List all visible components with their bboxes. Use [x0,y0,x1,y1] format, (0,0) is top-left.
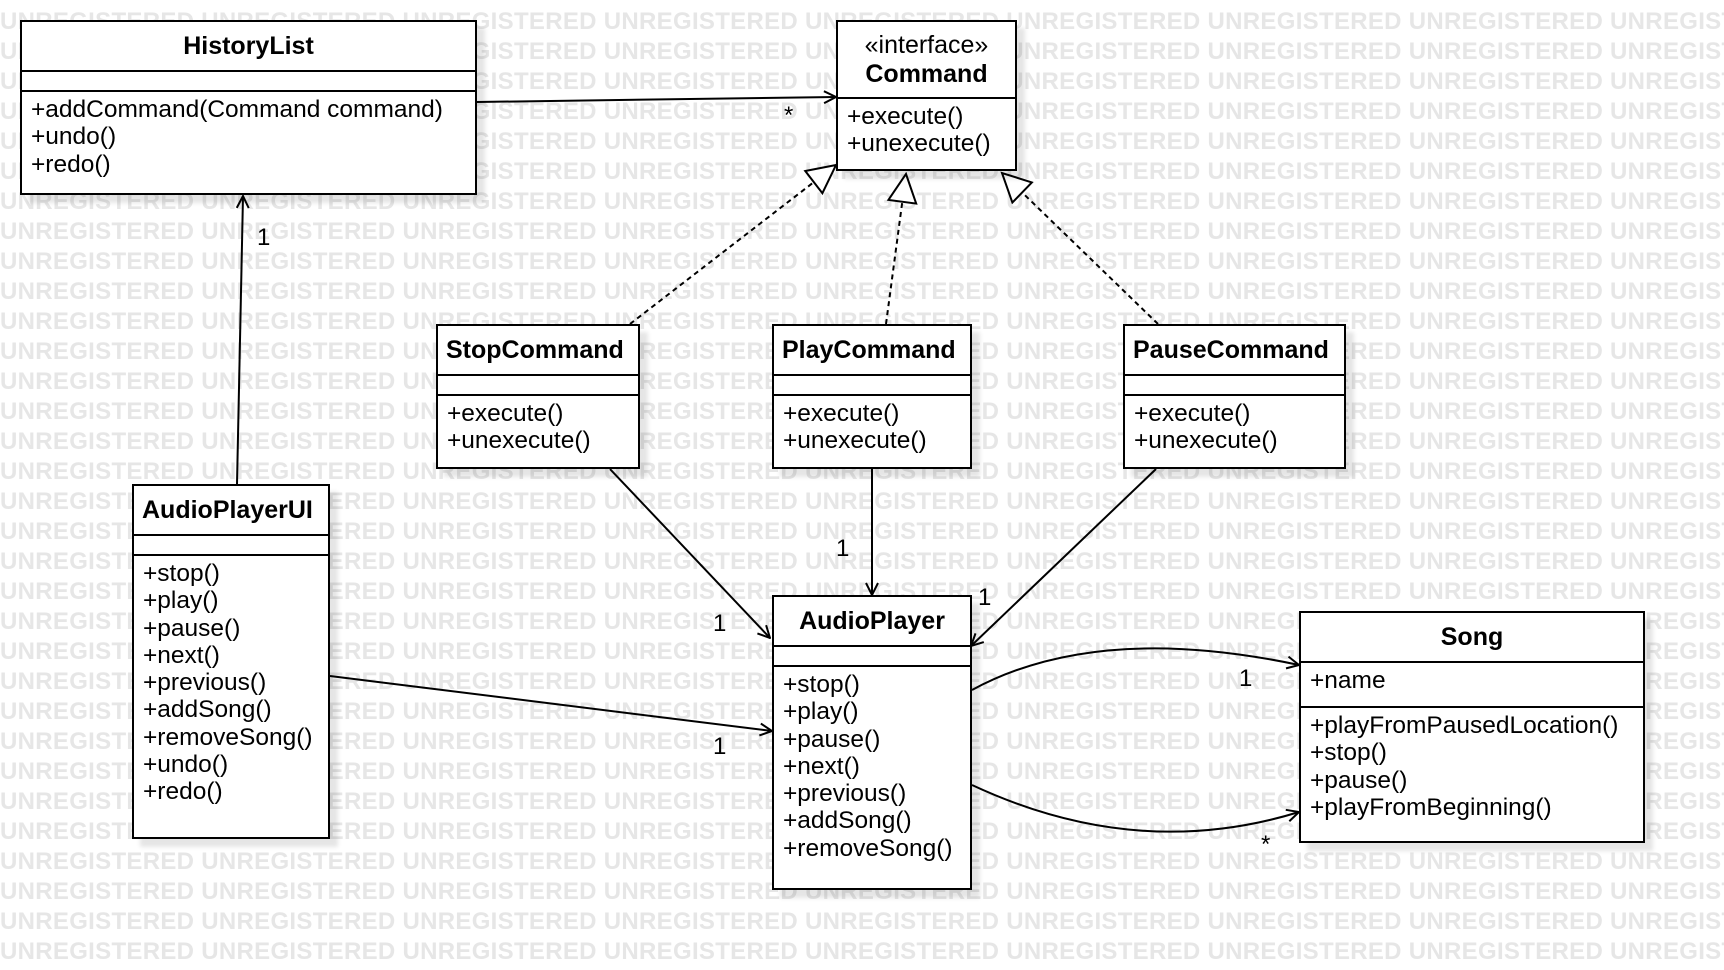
assoc-audioplayer-song-top [971,647,1299,691]
playcommand-operations: +execute() +unexecute() [774,396,970,459]
pausecommand-operation: +execute() [1134,400,1251,427]
class-pausecommand: PauseCommand +execute() +unexecute() [1123,324,1346,469]
audioplayerui-operation: +stop() [143,560,220,587]
audioplayer-operation: +stop() [783,671,860,698]
audioplayerui-operation: +undo() [143,751,229,779]
historylist-attributes [22,72,475,92]
class-song: Song +name +playFromPausedLocation() +st… [1299,611,1645,843]
historylist-name: HistoryList [183,32,314,60]
song-name: Song [1440,623,1504,651]
multiplicity-historylist-command: * [784,102,794,129]
assoc-historylist-command [476,97,836,102]
assoc-stop-audioplayer [609,468,770,638]
assoc-ui-historylist [237,196,243,485]
class-audioplayerui: AudioPlayerUI +stop() +play() +pause() +… [132,484,330,839]
multiplicity-audioplayer-song-bottom: * [1261,831,1271,858]
audioplayerui-operation: +next() [143,641,220,669]
command-operations: +execute() +unexecute() [838,99,1015,162]
audioplayerui-operation: +pause() [143,614,241,642]
audioplayer-name: AudioPlayer [799,607,945,635]
song-operation: +playFromBeginning() [1310,793,1552,821]
playcommand-operation: +unexecute() [783,427,927,455]
stopcommand-operations: +execute() +unexecute() [438,396,638,459]
historylist-operation: +addCommand(Command command) [31,96,443,123]
command-name: Command [865,59,988,88]
audioplayer-operation: +play() [783,698,859,726]
audioplayer-operation: +addSong() [783,807,912,835]
pausecommand-header: PauseCommand [1125,326,1344,376]
audioplayerui-header: AudioPlayerUI [134,486,328,536]
class-command-interface: «interface» Command +execute() +unexecut… [836,20,1017,171]
playcommand-header: PlayCommand [774,326,970,376]
realization-pause-command [1002,173,1159,325]
pausecommand-attributes [1125,376,1344,396]
song-operation: +pause() [1310,766,1408,794]
pausecommand-operation: +unexecute() [1134,427,1278,455]
multiplicity-ui-audioplayer: 1 [713,733,727,760]
multiplicity-play-audioplayer: 1 [836,535,850,562]
audioplayerui-name: AudioPlayerUI [142,496,313,524]
playcommand-operation: +execute() [783,400,900,427]
audioplayerui-operations: +stop() +play() +pause() +next() +previo… [134,556,328,810]
realization-stop-command [629,165,836,325]
audioplayerui-operation: +previous() [143,669,267,697]
stopcommand-operation: +execute() [447,400,564,427]
multiplicity-stop-audioplayer: 1 [713,610,727,637]
song-operation: +stop() [1310,739,1387,767]
historylist-operation: +redo() [31,150,111,178]
audioplayerui-operation: +play() [143,587,219,615]
realization-play-command [885,174,906,325]
historylist-operations: +addCommand(Command command) +undo() +re… [22,92,475,182]
song-operation: +playFromPausedLocation() [1310,712,1619,739]
audioplayerui-attributes [134,536,328,556]
multiplicity-audioplayer-song-top: 1 [1239,665,1253,692]
command-stereotype: «interface» [864,30,989,59]
audioplayer-header: AudioPlayer [774,597,970,647]
assoc-ui-audioplayer [329,675,772,731]
multiplicity-pause-audioplayer: 1 [978,584,992,611]
audioplayer-operation: +pause() [783,725,881,753]
playcommand-name: PlayCommand [782,336,956,364]
pausecommand-name: PauseCommand [1133,336,1329,364]
command-operation: +execute() [847,103,964,130]
multiplicity-ui-historylist: 1 [257,224,271,251]
stopcommand-operation: +unexecute() [447,427,591,455]
song-attribute: +name [1310,667,1386,694]
audioplayer-attributes [774,647,970,667]
stopcommand-name: StopCommand [446,336,624,364]
audioplayer-operation: +removeSong() [783,834,953,862]
class-audioplayer: AudioPlayer +stop() +play() +pause() +ne… [772,595,972,890]
song-header: Song [1301,613,1643,663]
playcommand-attributes [774,376,970,396]
historylist-header: HistoryList [22,22,475,72]
pausecommand-operations: +execute() +unexecute() [1125,396,1344,459]
audioplayer-operation: +next() [783,752,860,780]
audioplayerui-operation: +redo() [143,778,223,806]
audioplayerui-operation: +addSong() [143,696,272,724]
song-attributes: +name [1301,663,1643,708]
class-playcommand: PlayCommand +execute() +unexecute() [772,324,972,469]
audioplayerui-operation: +removeSong() [143,723,313,751]
class-stopcommand: StopCommand +execute() +unexecute() [436,324,640,469]
stopcommand-attributes [438,376,638,396]
audioplayer-operation: +previous() [783,780,907,808]
assoc-audioplayer-song-bottom [971,784,1299,833]
command-operation: +unexecute() [847,130,991,158]
song-operations: +playFromPausedLocation() +stop() +pause… [1301,708,1643,825]
command-header: «interface» Command [838,22,1015,99]
class-historylist: HistoryList +addCommand(Command command)… [20,20,477,195]
historylist-operation: +undo() [31,123,117,151]
audioplayer-operations: +stop() +play() +pause() +next() +previo… [774,667,970,866]
stopcommand-header: StopCommand [438,326,638,376]
assoc-pause-audioplayer [971,468,1157,646]
